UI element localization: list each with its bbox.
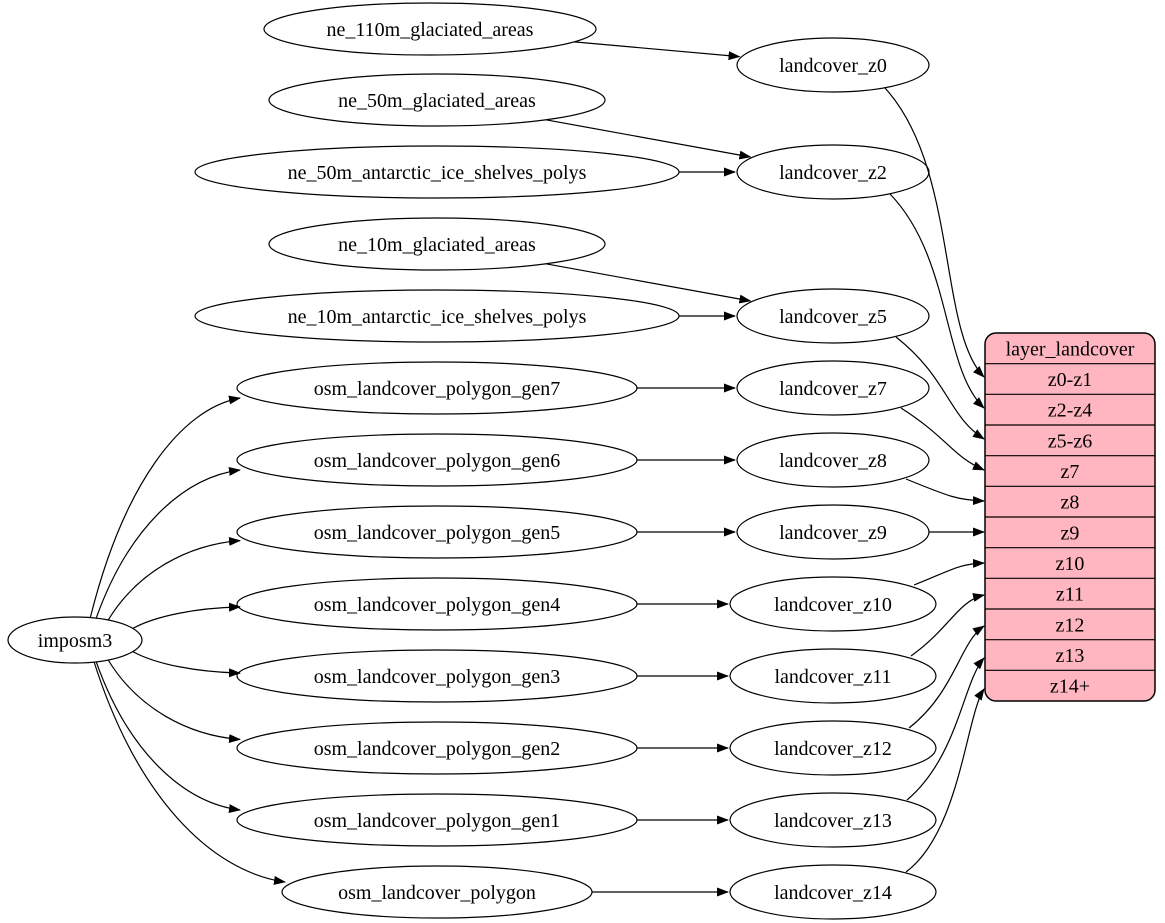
edge-landcover_z8-to-layer_landcover-z8 xyxy=(905,478,985,506)
edge-ne_110m_glaciated_areas-to-landcover_z0 xyxy=(574,41,741,61)
node-landcover_z10: landcover_z10 xyxy=(729,576,937,632)
node-label: osm_landcover_polygon_gen3 xyxy=(314,666,561,688)
node-landcover_z0: landcover_z0 xyxy=(736,37,930,93)
record-row-z2-z4: z2-z4 xyxy=(1048,400,1092,422)
node-ellipse xyxy=(736,360,930,416)
node-osm_landcover_polygon_gen5: osm_landcover_polygon_gen5 xyxy=(236,505,638,559)
record-row-z11: z11 xyxy=(1056,584,1084,606)
node-ellipse xyxy=(268,217,606,271)
node-label: landcover_z5 xyxy=(779,306,887,328)
edge-imposm3-to-osm_landcover_polygon_gen4 xyxy=(132,602,241,629)
node-imposm3: imposm3 xyxy=(7,616,143,664)
node-ellipse xyxy=(729,792,937,848)
record-row-z0-z1: z0-z1 xyxy=(1048,369,1092,391)
node-landcover_z7: landcover_z7 xyxy=(736,360,930,416)
edge-imposm3-to-osm_landcover_polygon_gen3 xyxy=(132,651,241,678)
node-label: osm_landcover_polygon_gen6 xyxy=(314,450,561,472)
node-landcover_z5: landcover_z5 xyxy=(736,288,930,344)
node-landcover_z11: landcover_z11 xyxy=(729,648,937,704)
node-osm_landcover_polygon_gen3: osm_landcover_polygon_gen3 xyxy=(236,649,638,703)
edge-ne_50m_glaciated_areas-to-landcover_z2 xyxy=(545,119,752,160)
edge-imposm3-to-osm_landcover_polygon_gen6 xyxy=(95,466,241,619)
node-ne_50m_antarctic_ice_shelves_polys: ne_50m_antarctic_ice_shelves_polys xyxy=(194,145,680,199)
node-label: ne_50m_glaciated_areas xyxy=(338,90,536,112)
edge-landcover_z11-to-layer_landcover-z11 xyxy=(910,593,985,657)
node-label: landcover_z10 xyxy=(774,594,892,616)
node-ellipse xyxy=(736,288,930,344)
edge-imposm3-to-osm_landcover_polygon_gen7 xyxy=(89,395,241,618)
node-landcover_z9: landcover_z9 xyxy=(736,504,930,560)
edge-landcover_z13-to-layer_landcover-z13 xyxy=(906,657,985,801)
node-label: ne_10m_antarctic_ice_shelves_polys xyxy=(288,306,587,328)
node-osm_landcover_polygon: osm_landcover_polygon xyxy=(281,865,593,919)
record-title: layer_landcover xyxy=(1006,338,1135,360)
node-ellipse xyxy=(268,73,606,127)
node-label: osm_landcover_polygon xyxy=(338,882,536,904)
node-label: landcover_z12 xyxy=(774,738,892,760)
node-osm_landcover_polygon_gen2: osm_landcover_polygon_gen2 xyxy=(236,721,638,775)
node-label: osm_landcover_polygon_gen5 xyxy=(314,522,561,544)
node-ellipse xyxy=(729,576,937,632)
node-ne_50m_glaciated_areas: ne_50m_glaciated_areas xyxy=(268,73,606,127)
node-label: osm_landcover_polygon_gen4 xyxy=(314,594,561,616)
edge-landcover_z5-to-layer_landcover-z5-z6 xyxy=(895,336,985,440)
node-osm_landcover_polygon_gen7: osm_landcover_polygon_gen7 xyxy=(236,361,638,415)
node-ellipse xyxy=(736,432,930,488)
edge-imposm3-to-osm_landcover_polygon xyxy=(93,661,286,885)
node-label: landcover_z11 xyxy=(775,666,892,688)
record-row-z10: z10 xyxy=(1056,553,1085,575)
node-label: landcover_z8 xyxy=(779,450,887,472)
node-ne_10m_glaciated_areas: ne_10m_glaciated_areas xyxy=(268,217,606,271)
node-ellipse xyxy=(729,864,937,920)
node-label: landcover_z14 xyxy=(774,882,892,904)
edge-landcover_z7-to-layer_landcover-z7 xyxy=(900,407,985,471)
node-landcover_z12: landcover_z12 xyxy=(729,720,937,776)
record-row-z14+: z14+ xyxy=(1050,676,1090,698)
record-layer_landcover: layer_landcover z0-z1 z2-z4 z5-z6 z7 z8 z9 z10 z… xyxy=(984,332,1156,702)
edge-landcover_z12-to-layer_landcover-z12 xyxy=(908,625,985,729)
node-landcover_z13: landcover_z13 xyxy=(729,792,937,848)
record-row-z7: z7 xyxy=(1061,461,1080,483)
node-landcover_z14: landcover_z14 xyxy=(729,864,937,920)
node-label: imposm3 xyxy=(38,630,112,652)
node-label: landcover_z9 xyxy=(779,522,887,544)
node-ellipse xyxy=(263,2,597,56)
node-ne_10m_antarctic_ice_shelves_polys: ne_10m_antarctic_ice_shelves_polys xyxy=(194,289,680,343)
edge-imposm3-to-osm_landcover_polygon_gen5 xyxy=(107,536,241,621)
node-label: landcover_z7 xyxy=(779,378,887,400)
node-label: osm_landcover_polygon_gen2 xyxy=(314,738,561,760)
node-label: landcover_z13 xyxy=(774,810,892,832)
node-ellipse xyxy=(7,616,143,664)
edge-landcover_z14-to-layer_landcover-z14+ xyxy=(905,688,985,873)
edge-ne_10m_glaciated_areas-to-landcover_z5 xyxy=(545,263,752,304)
node-label: ne_10m_glaciated_areas xyxy=(338,234,536,256)
node-ellipse xyxy=(736,37,930,93)
node-landcover_z2: landcover_z2 xyxy=(736,144,930,200)
node-ne_110m_glaciated_areas: ne_110m_glaciated_areas xyxy=(263,2,597,56)
node-ellipse xyxy=(729,648,937,704)
record-row-z5-z6: z5-z6 xyxy=(1048,430,1092,452)
node-label: ne_50m_antarctic_ice_shelves_polys xyxy=(288,162,587,184)
node-label: osm_landcover_polygon_gen7 xyxy=(314,378,561,400)
edge-imposm3-to-osm_landcover_polygon_gen1 xyxy=(95,661,241,814)
node-label: landcover_z2 xyxy=(779,162,887,184)
node-osm_landcover_polygon_gen4: osm_landcover_polygon_gen4 xyxy=(236,577,638,631)
record-row-z9: z9 xyxy=(1061,522,1080,544)
edge-landcover_z2-to-layer_landcover-z2-z4 xyxy=(889,193,985,409)
node-label: ne_110m_glaciated_areas xyxy=(327,19,534,41)
node-osm_landcover_polygon_gen1: osm_landcover_polygon_gen1 xyxy=(236,793,638,847)
node-landcover_z8: landcover_z8 xyxy=(736,432,930,488)
record-row-z13: z13 xyxy=(1056,645,1085,667)
edge-landcover_z10-to-layer_landcover-z10 xyxy=(913,558,985,586)
record-row-z8: z8 xyxy=(1061,492,1080,514)
node-osm_landcover_polygon_gen6: osm_landcover_polygon_gen6 xyxy=(236,433,638,487)
node-label: landcover_z0 xyxy=(779,55,887,77)
edge-landcover_z0-to-layer_landcover-z0-z1 xyxy=(884,87,985,378)
edge-imposm3-to-osm_landcover_polygon_gen2 xyxy=(107,659,241,744)
node-label: osm_landcover_polygon_gen1 xyxy=(314,810,561,832)
record-row-z12: z12 xyxy=(1056,614,1085,636)
node-ellipse xyxy=(729,720,937,776)
